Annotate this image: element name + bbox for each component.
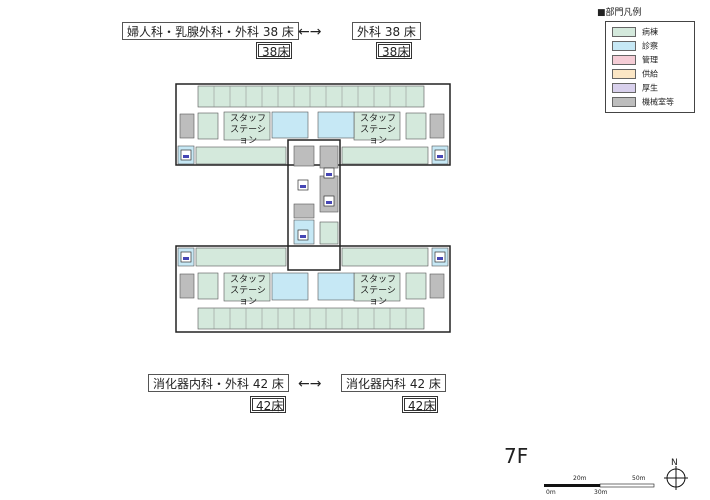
ward-label-bottom-right: 消化器内科 42 床 <box>341 374 446 392</box>
bed-count-top-left: 38床 <box>256 42 292 59</box>
ward-label-top-left: 婦人科・乳腺外科・外科 38 床 <box>122 22 299 40</box>
scale-label: 30m <box>594 489 608 496</box>
legend-swatch <box>612 41 636 51</box>
bed-count-bottom-right: 42床 <box>402 396 438 413</box>
scale-label: 50m <box>632 475 646 482</box>
ward-label-top-right: 外科 38 床 <box>352 22 421 40</box>
station-label: スタッフステーション <box>229 275 266 307</box>
legend-box: 病棟 診察 管理 供給 厚生 機械室等 <box>605 21 695 113</box>
double-arrow-icon: ←→ <box>298 24 322 40</box>
legend-title: ■部門凡例 <box>597 8 642 18</box>
north-label: N <box>671 458 678 468</box>
station-label: スタッフステーション <box>229 114 266 146</box>
legend-swatch <box>612 55 636 65</box>
scale-label: 20m <box>573 475 587 482</box>
legend-item: 厚生 <box>612 83 658 95</box>
top-block-outline <box>175 83 451 166</box>
bed-count-bottom-left: 42床 <box>250 396 286 413</box>
connector-outline <box>287 139 341 271</box>
station-label: スタッフステーション <box>359 114 396 146</box>
floor-label: 7F <box>504 444 529 468</box>
legend-item: 機械室等 <box>612 97 674 109</box>
legend-item: 管理 <box>612 55 658 67</box>
scale-label: 0m <box>546 489 556 496</box>
legend-item: 病棟 <box>612 27 658 39</box>
legend-swatch <box>612 69 636 79</box>
legend-item: 供給 <box>612 69 658 81</box>
station-label: スタッフステーション <box>359 275 396 307</box>
legend-swatch <box>612 27 636 37</box>
north-arrow-icon <box>664 466 688 490</box>
double-arrow-icon: ←→ <box>298 376 322 392</box>
scale-bar <box>544 483 655 488</box>
legend-item: 診察 <box>612 41 658 53</box>
legend-swatch <box>612 97 636 107</box>
bed-count-top-right: 38床 <box>376 42 412 59</box>
bottom-block-outline <box>175 245 451 333</box>
legend: ■部門凡例 病棟 診察 管理 供給 厚生 機械室等 <box>597 5 695 113</box>
legend-swatch <box>612 83 636 93</box>
ward-label-bottom-left: 消化器内科・外科 42 床 <box>148 374 289 392</box>
